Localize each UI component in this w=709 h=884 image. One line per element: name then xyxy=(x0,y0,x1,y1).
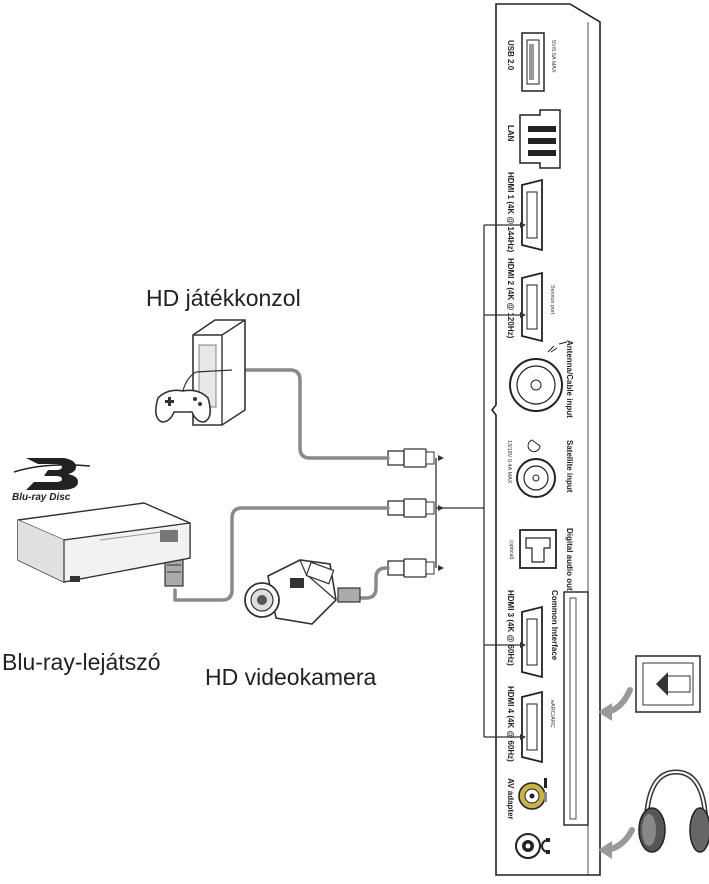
av-adapter-label: AV adapter xyxy=(506,778,515,820)
hdmi-4-port xyxy=(521,690,543,764)
av-adapter-port xyxy=(518,782,546,810)
hdmi-connection-bracket xyxy=(435,224,520,738)
hdmi-3-port xyxy=(521,605,543,679)
cable-game-console xyxy=(230,368,390,460)
hdmi-plug-camcorder xyxy=(387,558,435,578)
hdmi-2-sub-label: Service port xyxy=(549,285,555,315)
gamepad-icon xyxy=(154,369,233,423)
ci-card-arrow-icon xyxy=(598,687,633,721)
common-interface-slot xyxy=(563,591,589,826)
headphone-jack xyxy=(515,833,541,859)
headphone-icon xyxy=(541,838,550,854)
bluray-player-label: Blu-ray-lejátszó xyxy=(2,649,161,675)
lan-label: LAN xyxy=(506,125,515,142)
ci-card-icon xyxy=(635,655,701,713)
satellite-spec-label: 13/18V 0.4A MAX xyxy=(506,440,512,484)
hdmi-plug-game xyxy=(387,448,435,468)
cable-plug-camcorder xyxy=(337,587,361,603)
hdmi-4-label: HDMI 4 (4K @ 60Hz) xyxy=(506,686,515,762)
hdmi-2-port xyxy=(521,271,543,343)
usb-spec-label: 5V/0.5A MAX xyxy=(550,40,556,73)
cables xyxy=(173,368,390,602)
satellite-port xyxy=(516,439,556,498)
camcorder-label: HD videokamera xyxy=(205,664,377,690)
satellite-label: Satellite input xyxy=(565,440,574,493)
antenna-port xyxy=(509,341,568,412)
antenna-label: Antenna/Cable input xyxy=(565,340,574,418)
camcorder-icon xyxy=(244,559,337,625)
bluray-logo-icon xyxy=(13,458,91,490)
hdmi-1-port xyxy=(521,178,543,252)
cable-camcorder xyxy=(356,566,390,600)
hdmi-4-sub-label: eARC/ARC xyxy=(549,700,555,728)
bracket-arrows xyxy=(438,222,526,740)
hdmi-plug-bluray xyxy=(387,498,435,518)
bluray-player-icon xyxy=(17,502,191,583)
game-console-label: HD játékkonzol xyxy=(146,285,301,311)
cable-plug-bluray xyxy=(164,557,184,587)
lan-port xyxy=(519,109,561,169)
digital-audio-label: Digital audio out xyxy=(565,528,574,591)
digital-audio-sub-label: (optical) xyxy=(508,540,514,560)
usb-port xyxy=(521,32,545,92)
cable-bluray xyxy=(173,506,390,602)
hdmi-1-label: HDMI 1 (4K @ 144Hz) xyxy=(506,172,515,253)
digital-audio-port xyxy=(519,529,557,569)
usb-label: USB 2.0 xyxy=(506,40,515,71)
bluray-logo-text: Blu-ray Disc xyxy=(12,492,71,503)
hdmi-2-label: HDMI 2 (4K @ 120Hz) xyxy=(506,258,515,339)
hdmi-3-label: HDMI 3 (4K @ 60Hz) xyxy=(506,590,515,666)
headphone-arrow-icon xyxy=(598,827,635,859)
headphones-icon xyxy=(638,769,709,853)
common-interface-label: Common Interface xyxy=(550,590,559,661)
